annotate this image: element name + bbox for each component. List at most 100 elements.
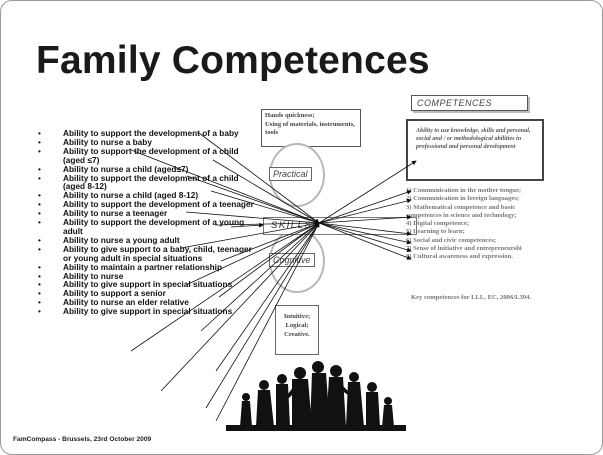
arrow-line xyxy=(318,222,412,236)
ability-text: Ability to nurse a teenager xyxy=(63,208,168,219)
bullet-icon: • xyxy=(38,270,41,281)
ability-text: Ability to give support in special situa… xyxy=(63,306,233,317)
bullet-icon: • xyxy=(38,234,41,245)
creative-line: Creative. xyxy=(284,331,310,338)
bullet-icon: • xyxy=(38,163,41,174)
bullet-icon: • xyxy=(38,306,41,317)
arrow-line xyxy=(215,222,320,422)
ability-text: Ability to give support to a baby, child… xyxy=(63,243,252,263)
footer-text: FamCompass - Brussels, 23rd October 2009 xyxy=(13,436,152,443)
ability-item: • Ability to support the development of a… xyxy=(38,218,258,236)
ability-item: • Ability to nurse a child (aged 8-12) xyxy=(38,191,258,200)
abilities-list: • Ability to support the development of a… xyxy=(38,129,258,316)
ability-definition-box: Ability to use knowledge, skills and per… xyxy=(406,119,544,181)
key-competence-item: 6) Social and civic competences; xyxy=(406,236,497,244)
bullet-icon: • xyxy=(38,128,41,138)
arrow-line xyxy=(180,221,320,249)
ability-item: • Ability to give support in special situ… xyxy=(38,280,258,289)
ability-text: Ability to nurse a child (aged 8-12) xyxy=(63,190,199,201)
arrow-line xyxy=(160,222,320,392)
ability-item: • Ability to nurse an elder relative xyxy=(38,298,258,307)
ability-item: • Ability to maintain a partner relations… xyxy=(38,261,258,272)
key-competence-item: 7) Sense of initiative and entrepreneurs… xyxy=(406,245,522,253)
arrow-line xyxy=(318,198,412,224)
arrow-line xyxy=(318,190,412,224)
key-competences-reference: Key competences for LLL, EC, 2006/L394. xyxy=(411,294,532,301)
bullet-icon: • xyxy=(38,279,41,290)
ability-text: Ability to support a senior xyxy=(63,288,166,299)
bullet-icon: • xyxy=(38,136,41,147)
bullet-icon: • xyxy=(38,199,41,210)
arrow-line xyxy=(318,214,412,224)
arrow-line xyxy=(198,132,320,224)
arrow-line xyxy=(210,190,320,225)
ability-text: Ability to support the development of a … xyxy=(63,145,239,165)
key-competences-list: 1) Communication in the mother tongue; 2… xyxy=(406,187,602,262)
ability-item: • Ability to give support to a baby, chil… xyxy=(38,243,258,263)
ability-item: • Ability to give support in special situ… xyxy=(38,307,258,316)
key-competence-item: competences in science and technology; xyxy=(406,211,517,219)
key-competence-item: 8) Cultural awareness and expression. xyxy=(406,253,513,261)
ability-text: Ability to support the development of a … xyxy=(63,128,239,138)
key-competence-item: 2) Communication in foreign languages; xyxy=(406,195,520,203)
arrow-line xyxy=(186,175,320,224)
ability-item: •Ability to support the development of a… xyxy=(38,145,258,165)
ability-item: • Ability to support the development of a… xyxy=(38,129,258,138)
arrow-line xyxy=(318,160,417,224)
bullet-icon: • xyxy=(38,217,41,228)
ability-item: • Ability to nurse a young adult xyxy=(38,234,258,245)
ability-text: Ability to nurse xyxy=(63,270,124,281)
ground xyxy=(226,425,406,431)
ability-text: Ability to give support in special situa… xyxy=(63,279,233,290)
ability-item: • Ability to support the development of a… xyxy=(38,172,258,192)
hands-line-1: Hands quickness; xyxy=(265,112,315,119)
intuitive-line: Intuitive; xyxy=(283,313,311,320)
bullet-icon: • xyxy=(38,297,41,308)
bullet-icon: • xyxy=(38,190,41,201)
key-competence-item: 5) Learning to learn; xyxy=(406,228,465,236)
ability-text: Ability to support the development of a … xyxy=(63,199,254,210)
competences-box: COMPETENCES xyxy=(411,95,528,111)
ability-item: • Ability to nurse a teenager xyxy=(38,209,258,218)
ability-text: Ability to nurse a baby xyxy=(63,136,152,147)
arrow-line xyxy=(130,222,320,352)
arrow-line xyxy=(185,222,320,286)
arrow-line xyxy=(230,222,264,228)
practical-label: Practical xyxy=(269,167,312,181)
ability-text: Ability to nurse a young adult xyxy=(63,234,180,245)
key-competence-item: 1) Communication in the mother tongue; xyxy=(406,187,522,194)
hands-line-2: Using of materials, instruments, tools xyxy=(265,120,355,137)
slide-title: Family Competences xyxy=(36,39,430,82)
key-competence-item: 4) Digital competence; xyxy=(406,220,469,228)
bullet-icon: • xyxy=(38,261,41,272)
ability-text: Ability to support the development of a … xyxy=(63,217,245,236)
bullet-icon: • xyxy=(38,172,41,183)
arrow-line xyxy=(212,159,320,224)
bullet-icon: • xyxy=(38,243,41,254)
bullet-icon: • xyxy=(38,208,41,219)
ability-item: •Ability to nurse a child (aged≤7) xyxy=(38,163,258,174)
arrow-line xyxy=(215,222,320,372)
family-silhouette-image xyxy=(226,361,406,431)
arrow-line xyxy=(318,222,412,245)
intuitive-box: Intuitive; Logical; Creative. xyxy=(275,305,319,355)
arrow-line xyxy=(220,222,320,262)
hands-box: Hands quickness; Using of materials, ins… xyxy=(261,109,361,147)
arrow-line xyxy=(130,149,320,224)
skills-label: SKILLS xyxy=(271,220,313,231)
arrow-line xyxy=(318,222,412,253)
ability-text: Ability to maintain a partner relationsh… xyxy=(63,261,223,272)
arrow-line xyxy=(205,222,320,409)
bullet-icon: • xyxy=(38,288,41,299)
logical-line: Logical; xyxy=(285,322,309,329)
arrow-line xyxy=(214,220,320,226)
ability-text: Ability to nurse an elder relative xyxy=(63,297,189,308)
arrow-line xyxy=(200,222,320,332)
ability-item: • Ability to support a senior xyxy=(38,289,258,298)
ability-text: Ability to support the development of a … xyxy=(63,172,239,192)
ability-item: • Ability to nurse xyxy=(38,270,258,281)
ability-item: • Ability to support the development of a… xyxy=(38,200,258,209)
ability-item: • Ability to nurse a baby xyxy=(38,136,258,147)
